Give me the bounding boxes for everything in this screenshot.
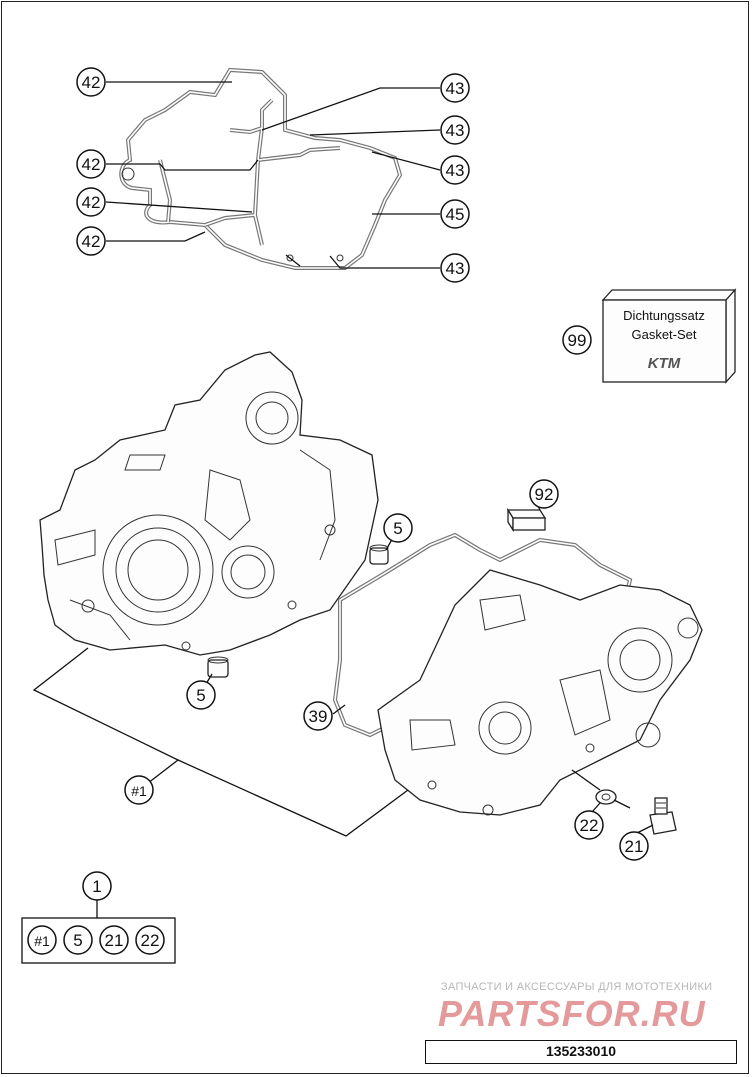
callout-43-b[interactable]: 43 <box>440 115 470 145</box>
set-item-5[interactable]: 5 <box>63 925 93 955</box>
kit-label-line1: Dichtungssatz <box>623 308 705 323</box>
callout-43-d[interactable]: 43 <box>440 253 470 283</box>
drain-plug <box>649 797 677 835</box>
callout-42-a[interactable]: 42 <box>76 67 106 97</box>
drawing-number: 135233010 <box>425 1040 737 1064</box>
watermark-subtitle: ЗАПЧАСТИ И АКСЕССУАРЫ ДЛЯ МОТОТЕХНИКИ <box>441 981 713 993</box>
set-item-21-label: 21 <box>105 931 124 950</box>
callout-43-b-label: 43 <box>446 121 465 140</box>
callout-45[interactable]: 45 <box>440 199 470 229</box>
callout-43-a-label: 43 <box>446 79 465 98</box>
set-item-21[interactable]: 21 <box>99 925 129 955</box>
assembly-bracket-lines <box>32 647 409 837</box>
sealing-washer <box>595 789 617 805</box>
callout-42-d[interactable]: 42 <box>76 226 106 256</box>
callout-42-c-label: 42 <box>82 193 101 212</box>
callout-99-label: 99 <box>568 331 587 350</box>
right-crankcase-half <box>332 532 703 816</box>
callout-43-c[interactable]: 43 <box>440 155 470 185</box>
callout-hash1-label: #1 <box>131 783 147 799</box>
callout-42-b[interactable]: 42 <box>76 149 106 179</box>
set-item-22[interactable]: 22 <box>135 925 165 955</box>
callout-5-lower-label: 5 <box>196 686 205 705</box>
dowel-sleeve-upper <box>369 544 389 565</box>
callout-42-c[interactable]: 42 <box>76 187 106 217</box>
callout-43-c-label: 43 <box>446 161 465 180</box>
callout-42-a-label: 42 <box>82 73 101 92</box>
left-crankcase-half <box>39 351 379 656</box>
callout-92[interactable]: 92 <box>529 479 559 509</box>
callout-43-a[interactable]: 43 <box>440 73 470 103</box>
callout-42-b-label: 42 <box>82 155 101 174</box>
set-item-5-label: 5 <box>73 931 82 950</box>
callout-21[interactable]: 21 <box>619 831 649 861</box>
watermark-logo: PARTSFOR.RU <box>438 993 706 1034</box>
callout-5-lower[interactable]: 5 <box>186 680 216 710</box>
callout-1-label: 1 <box>92 877 101 896</box>
gasket-kit-box: Dichtungssatz Gasket-Set KTM <box>601 288 737 384</box>
callout-45-label: 45 <box>446 205 465 224</box>
callout-92-label: 92 <box>535 485 554 504</box>
callout-22-label: 22 <box>580 816 599 835</box>
lead-plug <box>613 799 631 809</box>
callout-5-upper[interactable]: 5 <box>383 513 413 543</box>
kit-label-line2: Gasket-Set <box>631 327 696 342</box>
lead-washer <box>571 769 601 791</box>
callout-39-label: 39 <box>309 707 328 726</box>
callout-hash1[interactable]: #1 <box>124 775 154 805</box>
kit-brand-logo: KTM <box>648 355 681 372</box>
lead-22 <box>591 802 601 813</box>
set-item-22-label: 22 <box>141 931 160 950</box>
set-item-hash1[interactable]: #1 <box>27 925 57 955</box>
callout-21-label: 21 <box>625 837 644 856</box>
callout-5-upper-label: 5 <box>393 519 402 538</box>
set-item-hash1-label: #1 <box>34 933 50 949</box>
callout-99[interactable]: 99 <box>562 325 592 355</box>
lead-21 <box>636 824 654 834</box>
insert-block <box>506 507 547 533</box>
callout-22[interactable]: 22 <box>574 810 604 840</box>
callout-1[interactable]: 1 <box>82 871 112 901</box>
lead-39 <box>332 704 346 715</box>
callout-43-d-label: 43 <box>446 259 465 278</box>
gasket-leader-lines <box>105 81 441 269</box>
callout-39[interactable]: 39 <box>303 701 333 731</box>
callout-42-d-label: 42 <box>82 232 101 251</box>
dowel-sleeve-lower <box>207 656 229 678</box>
crankcase-gasket <box>119 67 403 270</box>
